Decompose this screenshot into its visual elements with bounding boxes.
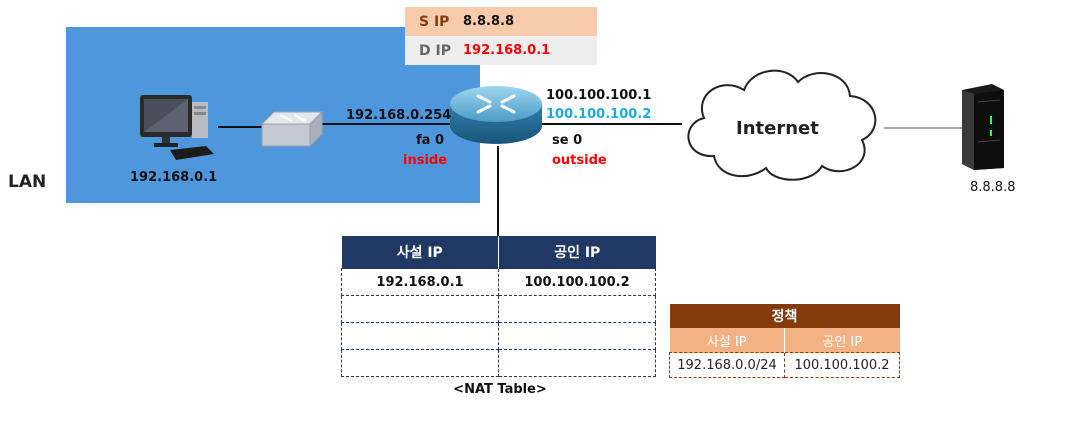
table-row <box>341 322 656 350</box>
policy-header-public-ip: 공인 IP <box>784 328 900 353</box>
router-inside-label: inside <box>403 153 448 168</box>
router-icon <box>450 86 542 144</box>
policy-public-ip-cell: 100.100.100.2 <box>784 352 900 378</box>
nat-public-ip-cell <box>498 349 656 377</box>
policy-table: 정책 사설 IP 공인 IP 192.168.0.0/24 100.100.10… <box>669 304 900 378</box>
destination-ip-value: 192.168.0.1 <box>463 43 551 58</box>
nat-header-public-ip: 공인 IP <box>498 236 656 269</box>
table-row: 192.168.0.1 100.100.100.2 <box>341 268 656 296</box>
destination-ip-key: D IP <box>419 42 451 59</box>
source-ip-value: 8.8.8.8 <box>463 14 514 29</box>
router-outside-label: outside <box>552 153 607 168</box>
nat-private-ip-cell <box>341 322 499 350</box>
router-outside-interface: se 0 <box>552 133 583 148</box>
nat-table-caption: <NAT Table> <box>453 382 547 397</box>
table-row <box>341 295 656 323</box>
destination-ip-row: D IP 192.168.0.1 <box>405 36 597 65</box>
nat-private-ip-cell: 192.168.0.1 <box>341 268 499 296</box>
router-inside-ip: 192.168.0.254 <box>346 108 452 123</box>
router-inside-interface: fa 0 <box>416 133 444 148</box>
policy-private-range-cell: 192.168.0.0/24 <box>669 352 785 378</box>
packet-header-box: S IP 8.8.8.8 D IP 192.168.0.1 <box>405 7 597 65</box>
source-ip-row: S IP 8.8.8.8 <box>405 7 597 36</box>
nat-table-header-row: 사설 IP 공인 IP <box>341 236 656 269</box>
internet-cloud-icon <box>687 69 877 181</box>
policy-title: 정책 <box>669 304 900 328</box>
internet-label: Internet <box>736 118 819 139</box>
nat-public-ip-cell <box>498 322 656 350</box>
nat-private-ip-cell <box>341 295 499 323</box>
nat-public-ip-cell: 100.100.100.2 <box>498 268 656 296</box>
router-outside-nat-ip: 100.100.100.2 <box>546 107 652 122</box>
server-icon <box>962 84 1004 170</box>
router-outside-ip: 100.100.100.1 <box>546 88 652 103</box>
table-row <box>341 349 656 377</box>
nat-table: 사설 IP 공인 IP 192.168.0.1 100.100.100.2 <box>341 236 656 377</box>
nat-private-ip-cell <box>341 349 499 377</box>
switch-icon <box>260 110 324 148</box>
nat-public-ip-cell <box>498 295 656 323</box>
lan-label: LAN <box>8 172 47 192</box>
desktop-pc-icon <box>140 95 214 160</box>
table-row: 192.168.0.0/24 100.100.100.2 <box>669 352 900 378</box>
pc-ip-label: 192.168.0.1 <box>130 170 218 185</box>
server-ip-label: 8.8.8.8 <box>970 180 1016 195</box>
nat-header-private-ip: 사설 IP <box>341 236 499 269</box>
policy-header-private-ip: 사설 IP <box>669 328 785 353</box>
source-ip-key: S IP <box>419 13 450 30</box>
